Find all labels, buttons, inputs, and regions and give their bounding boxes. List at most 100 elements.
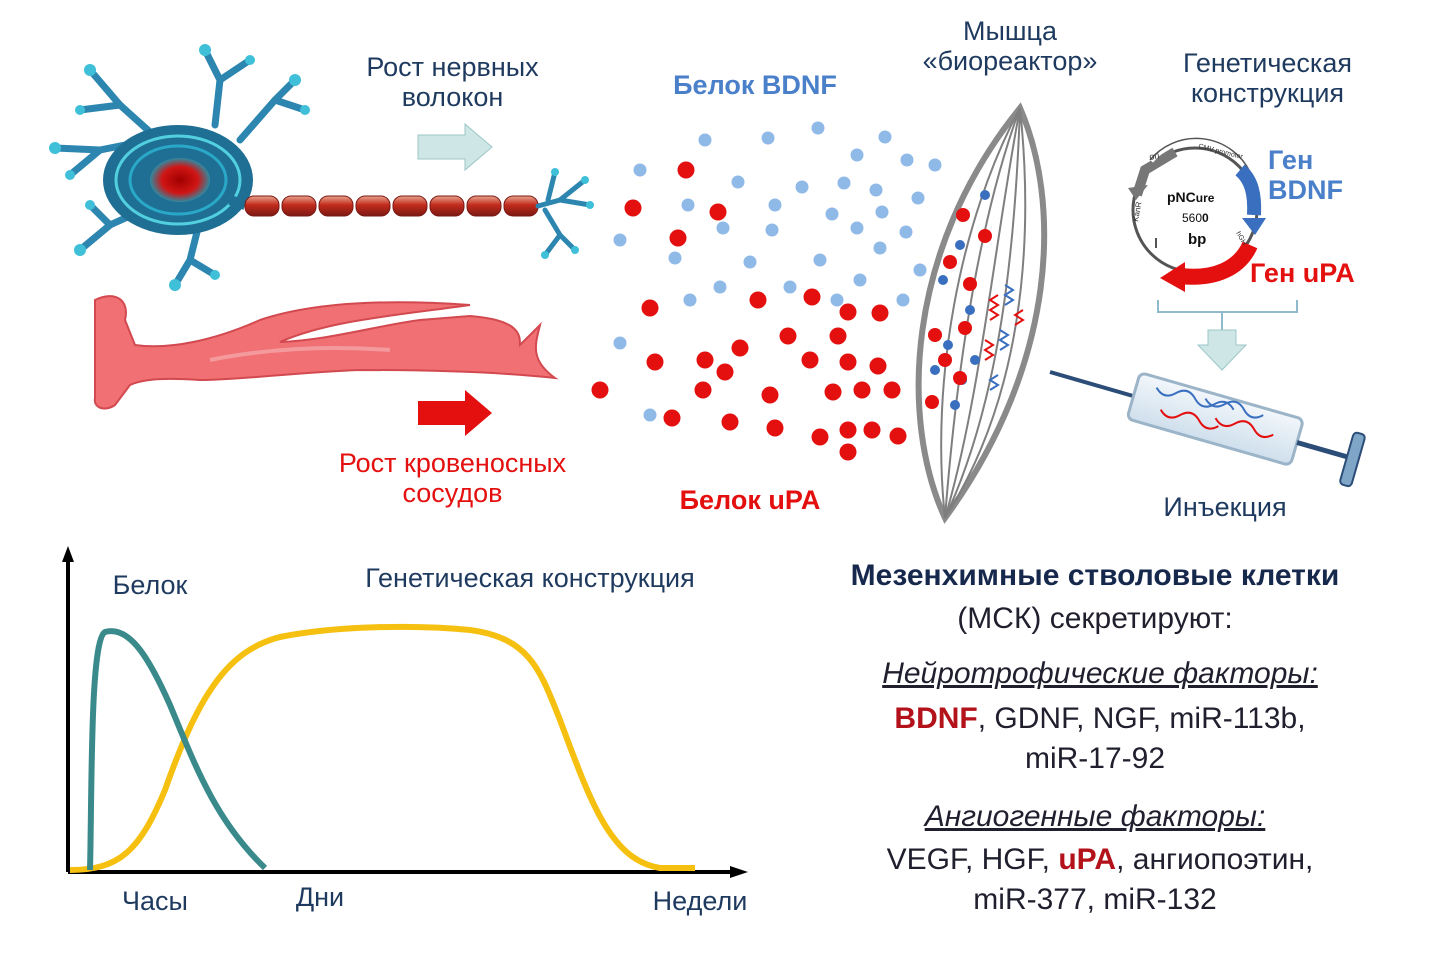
upa-dot — [669, 229, 687, 247]
bdnf-dot — [911, 191, 925, 205]
neurotrophic-heading: Нейротрофические факторы: — [882, 657, 1318, 690]
upa-dot — [803, 288, 821, 306]
bdnf-dot — [896, 293, 910, 307]
msc-title: Мезенхимные стволовые клетки — [850, 559, 1340, 592]
bdnf-dot — [731, 175, 745, 189]
upa-dot — [721, 413, 739, 431]
upa-dot — [839, 353, 857, 371]
upa-dot — [731, 339, 749, 357]
bdnf-dot — [681, 198, 695, 212]
muscle-bdnf-dot — [980, 190, 990, 200]
plasmid-name: pNCure — [1167, 189, 1215, 205]
bdnf-dot — [795, 180, 809, 194]
protein-curve-label: Белок — [112, 570, 188, 600]
muscle-upa-dot — [958, 321, 972, 335]
bdnf-dot — [643, 408, 657, 422]
upa-dot — [824, 383, 842, 401]
muscle-label: Мышца «биореактор» — [922, 16, 1098, 77]
upa-dot — [716, 363, 734, 381]
msc-subtitle: (МСК) секретируют: — [957, 602, 1233, 635]
bdnf-dot — [783, 280, 797, 294]
upa-dot — [709, 203, 727, 221]
upa-dot — [641, 299, 659, 317]
plasmid-kanr-label: KanR — [1131, 201, 1143, 222]
injection-label: Инъекция — [1163, 492, 1287, 522]
upa-dot — [624, 199, 642, 217]
muscle-bioreactor — [915, 102, 1048, 524]
bdnf-dot — [716, 221, 730, 235]
bdnf-dot — [683, 293, 697, 307]
muscle-upa-dot — [953, 371, 967, 385]
upa-protein-label: Белок uPA — [679, 485, 821, 515]
upa-dot — [839, 443, 857, 461]
muscle-upa-dot — [925, 395, 939, 409]
plasmid-hgh-label: hGH — [1234, 231, 1247, 247]
upa-dot — [677, 161, 695, 179]
vessel-growth-arrow — [418, 390, 492, 436]
blood-vessel-illustration — [93, 295, 559, 410]
bdnf-dot — [875, 205, 889, 219]
muscle-bdnf-dot — [965, 305, 975, 315]
upa-dot — [766, 419, 784, 437]
upa-dot — [829, 327, 847, 345]
muscle-upa-dot — [928, 328, 942, 342]
construct-label: Генетическая конструкция — [1183, 48, 1352, 109]
bdnf-dot — [668, 251, 682, 265]
bdnf-dot — [813, 253, 827, 267]
x-label-weeks: Недели — [652, 886, 748, 916]
bdnf-dot — [878, 130, 892, 144]
bdnf-dot — [761, 131, 775, 145]
upa-dot — [694, 381, 712, 399]
upa-dot — [749, 291, 767, 309]
upa-dot — [696, 351, 714, 369]
muscle-bdnf-dot — [955, 240, 965, 250]
bdnf-dot — [613, 233, 627, 247]
neurotrophic-factors-2: miR-17-92 — [1024, 742, 1166, 775]
upa-dot — [761, 386, 779, 404]
bdnf-dot — [913, 263, 927, 277]
upa-dot — [811, 428, 829, 446]
bdnf-dot — [698, 133, 712, 147]
upa-dot — [853, 381, 871, 399]
muscle-upa-dot — [978, 229, 992, 243]
upa-dot — [889, 427, 907, 445]
bdnf-dot — [873, 241, 887, 255]
upa-dot — [839, 421, 857, 439]
nerve-growth-arrow — [417, 122, 493, 172]
upa-dot — [591, 381, 609, 399]
muscle-bdnf-dot — [943, 340, 953, 350]
construct-curve-label: Генетическая конструкция — [365, 563, 695, 593]
upa-dot — [869, 357, 887, 375]
x-label-hours: Часы — [122, 886, 188, 916]
bdnf-dot — [853, 273, 867, 287]
bdnf-dot — [825, 207, 839, 221]
upa-dot — [871, 304, 889, 322]
construct-curve — [69, 623, 695, 873]
bdnf-dot — [765, 223, 779, 237]
bdnf-dot — [633, 163, 647, 177]
bdnf-dot — [811, 121, 825, 135]
plasmid-size: 5600 — [1182, 211, 1209, 225]
vessel-growth-label: Рост кровеносных сосудов — [338, 448, 567, 509]
bdnf-dot — [830, 293, 844, 307]
bdnf-dot — [613, 336, 627, 350]
gene-upa-label: Ген uPA — [1250, 258, 1355, 288]
upa-dot — [863, 421, 881, 439]
muscle-bdnf-dot — [938, 275, 948, 285]
upa-dot — [883, 381, 901, 399]
upa-dot — [646, 353, 664, 371]
upa-dot — [839, 303, 857, 321]
muscle-upa-dot — [956, 208, 970, 222]
bdnf-protein-label: Белок BDNF — [673, 70, 837, 100]
plasmid-ori-label: ori — [1148, 150, 1160, 162]
muscle-upa-dot — [943, 255, 957, 269]
nerve-growth-label: Рост нервных волокон — [366, 52, 539, 113]
angiogenic-factors: VEGF, HGF, uPA, ангиопоэтин, — [886, 843, 1314, 876]
muscle-bdnf-dot — [930, 365, 940, 375]
bdnf-dot — [900, 153, 914, 167]
bdnf-protein-dots — [613, 121, 942, 422]
bdnf-dot — [899, 225, 913, 239]
upa-highlight: uPA — [1058, 843, 1117, 876]
kinetics-chart — [62, 546, 748, 878]
